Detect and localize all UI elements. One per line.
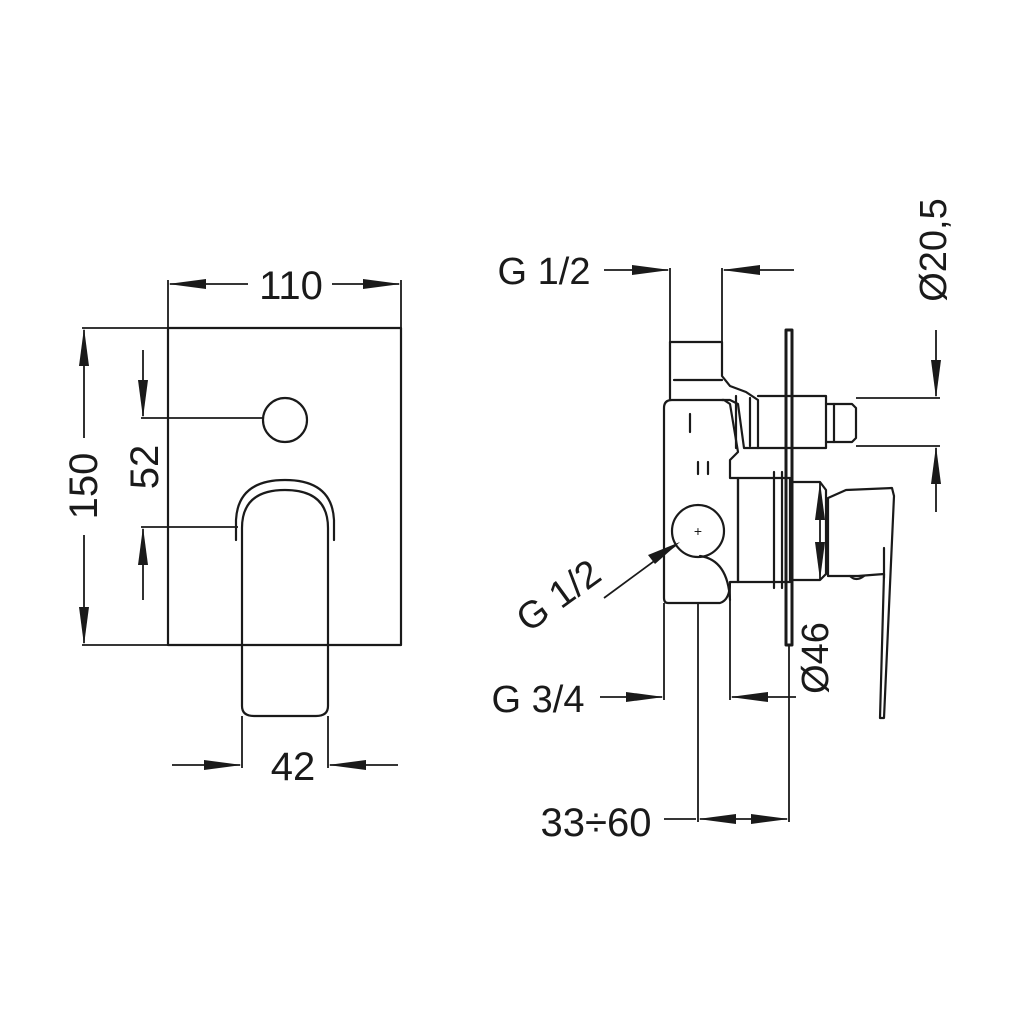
valve-body: [662, 398, 740, 605]
width-dim-label: 110: [259, 264, 323, 308]
outlet-diameter-label: Ø20,5: [913, 198, 955, 302]
cover-plate: [166, 326, 403, 647]
side-thread-label: G 1/2: [509, 552, 609, 641]
body-curve: [698, 554, 732, 602]
top-inlet-pipe: [668, 340, 760, 450]
dimension-width: 110: [167, 264, 402, 328]
body-diameter-label: Ø46: [795, 622, 837, 694]
diverter-knob: [261, 396, 309, 444]
height-dim-label: 150: [62, 453, 106, 520]
cartridge-housing: [736, 476, 792, 584]
lever-handle: [240, 488, 330, 718]
side-view: + G 1/2: [492, 198, 955, 845]
dimension-top-thread: G 1/2: [498, 251, 794, 342]
offset-dim-label: 52: [123, 445, 167, 490]
dimension-depth-range: 33÷60: [541, 603, 790, 845]
front-view: 110 150 52: [62, 264, 403, 789]
dimension-body-diameter: Ø46: [795, 482, 837, 694]
handle-rosette: [790, 480, 828, 582]
depth-range-label: 33÷60: [541, 801, 652, 845]
dimension-offset: 52: [123, 350, 263, 600]
handle-width-dim-label: 42: [271, 745, 316, 789]
side-lever-handle: [826, 486, 896, 720]
dimension-outlet-diameter: Ø20,5: [856, 198, 955, 512]
bottom-thread-label: G 3/4: [492, 679, 585, 721]
top-thread-label: G 1/2: [498, 251, 591, 293]
outlet-nozzle: [756, 394, 858, 450]
dimension-handle-width: 42: [172, 716, 398, 789]
side-inlet-port: [670, 503, 726, 559]
dimension-height: 150: [62, 327, 168, 646]
port-center-mark: +: [694, 523, 702, 539]
dimension-bottom-thread: G 3/4: [492, 582, 796, 721]
dimension-side-thread: G 1/2: [509, 542, 680, 641]
handle-base-ring: [234, 478, 336, 542]
